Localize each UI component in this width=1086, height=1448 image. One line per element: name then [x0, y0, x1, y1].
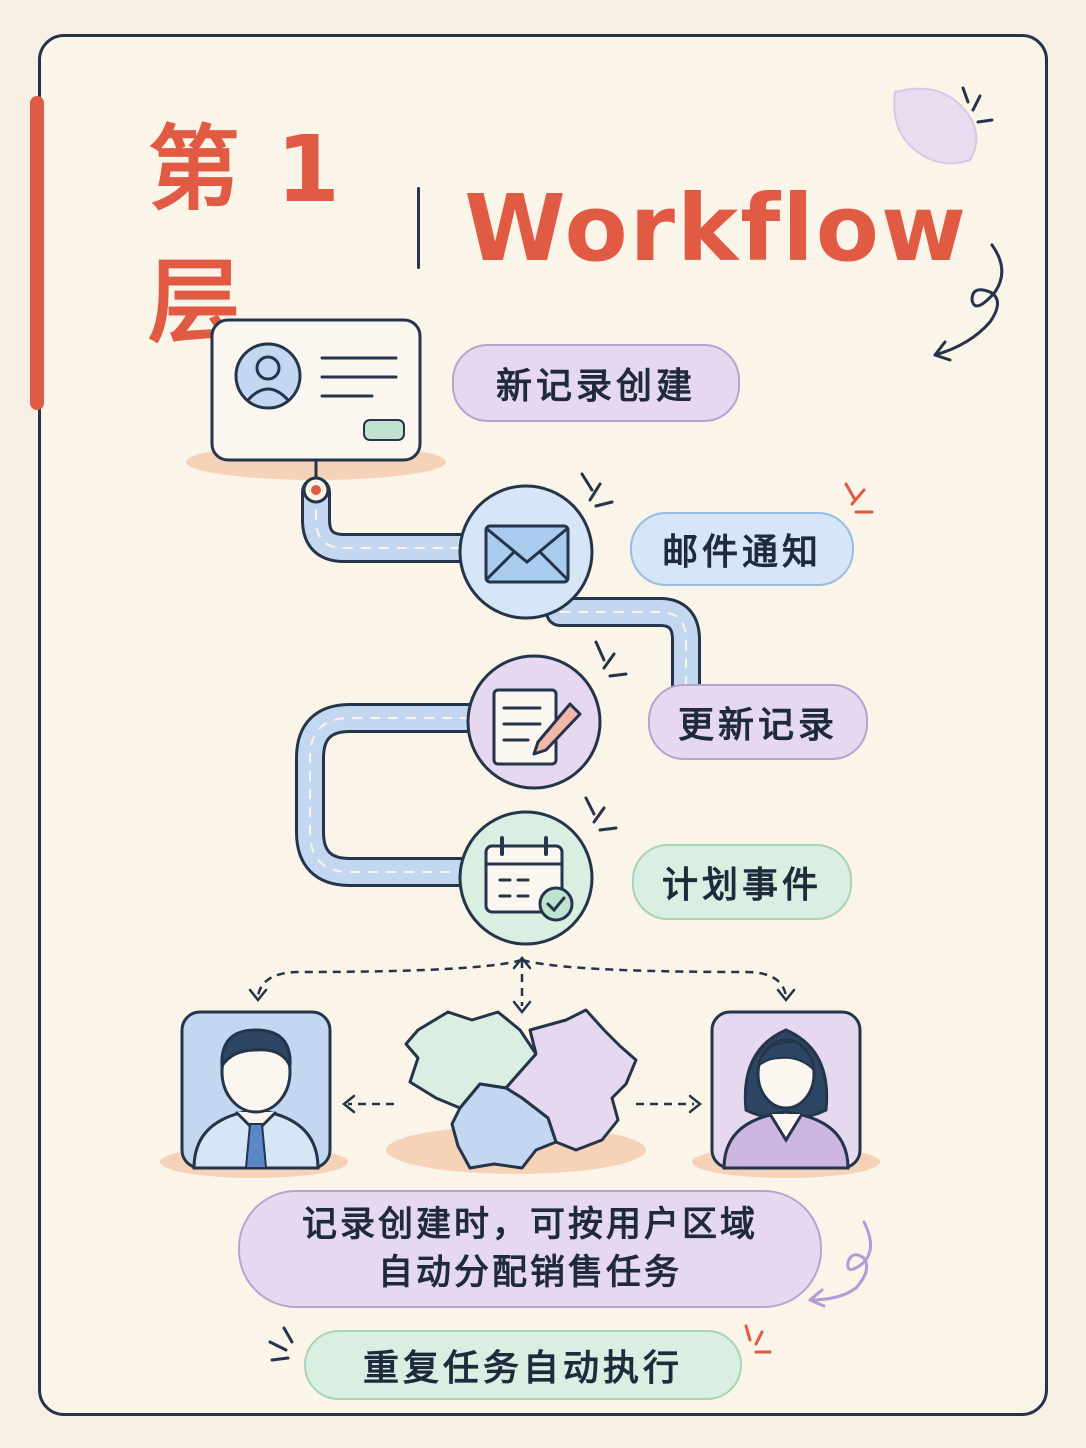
female-sales-rep-icon [692, 1010, 880, 1178]
arrowheads [248, 955, 796, 1114]
assignment-note-line1: 记录创建时，可按用户区域 [301, 1205, 758, 1245]
step-new-record-pill: 新记录创建 [452, 344, 740, 422]
sparkle-right-icon [744, 1324, 772, 1354]
step-email-pill: 邮件通知 [630, 512, 854, 586]
contact-card-icon [186, 318, 446, 504]
workflow-road [295, 477, 701, 887]
step-update-record-pill: 更新记录 [648, 684, 868, 760]
region-map-icon [386, 1008, 646, 1174]
calendar-check-icon [458, 796, 618, 946]
page-title: 第 1 层 Workflow [148, 116, 968, 356]
male-sales-rep-icon [160, 1010, 348, 1178]
assignment-note-line2: 自动分配销售任务 [377, 1253, 682, 1293]
accent-bar [30, 96, 44, 410]
title-divider [417, 187, 421, 269]
curly-arrow-icon [933, 243, 1004, 362]
decor-blob-icon [893, 86, 994, 165]
split-arrows [256, 958, 788, 1106]
edit-document-icon [466, 640, 628, 790]
curl-arrow-icon [808, 1220, 872, 1308]
sparkle-left-icon [268, 1326, 294, 1362]
assignment-note: 记录创建时，可按用户区域 自动分配销售任务 [238, 1190, 822, 1308]
title-workflow: Workflow [464, 174, 968, 282]
footer-repeat-task-pill: 重复任务自动执行 [304, 1330, 742, 1400]
envelope-icon [458, 472, 874, 620]
step-schedule-event-pill: 计划事件 [632, 844, 852, 920]
